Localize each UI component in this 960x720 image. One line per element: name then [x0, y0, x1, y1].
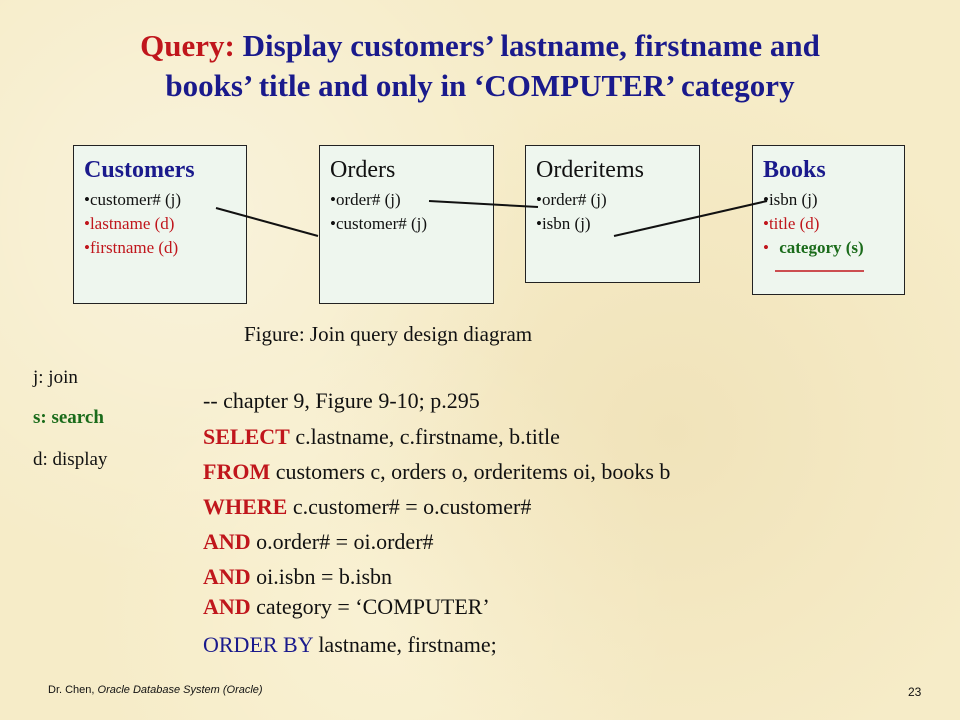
- books-title: Books: [763, 157, 826, 183]
- sql-where-line: WHERE c.customer# = o.customer#: [203, 494, 531, 520]
- sql-and1-keyword: AND: [203, 529, 251, 554]
- sql-select-columns: c.lastname, c.firstname, b.title: [289, 424, 560, 449]
- orders-table-box: Orders •order# (j) •customer# (j): [319, 145, 494, 304]
- legend-display: d: display: [33, 449, 108, 470]
- sql-and1-line: AND o.order# = oi.order#: [203, 529, 434, 555]
- customers-title: Customers: [84, 157, 195, 183]
- title-line1: Display customers’ lastname, firstname a…: [234, 28, 820, 63]
- books-table-box: Books •isbn (j) •title (d) • category (s…: [752, 145, 905, 295]
- sql-and2-line: AND oi.isbn = b.isbn: [203, 564, 392, 590]
- sql-and2-keyword: AND: [203, 564, 251, 589]
- legend-search: s: search: [33, 407, 104, 428]
- slide-title: Query: Display customers’ lastname, firs…: [40, 26, 920, 106]
- sql-select-keyword: SELECT: [203, 424, 290, 449]
- orders-item-customer-id: •customer# (j): [330, 214, 428, 233]
- footer-author: Dr. Chen,: [48, 684, 95, 696]
- sql-and1-condition: o.order# = oi.order#: [250, 529, 434, 554]
- sql-where-keyword: WHERE: [203, 494, 288, 519]
- footer-credit: Dr. Chen, Oracle Database System (Oracle…: [48, 684, 263, 696]
- books-item-title: •title (d): [763, 214, 820, 233]
- orderitems-table-box: Orderitems •order# (j) •isbn (j): [525, 145, 700, 283]
- sql-orderby-columns: lastname, firstname;: [312, 632, 497, 657]
- customers-item-customer-id: •customer# (j): [84, 190, 182, 209]
- orderitems-title: Orderitems: [536, 157, 644, 183]
- sql-and3-line: AND category = ‘COMPUTER’: [203, 594, 490, 620]
- books-category-bullet: •: [763, 238, 769, 257]
- sql-where-condition: c.customer# = o.customer#: [287, 494, 532, 519]
- link-order-orderitem: [428, 200, 539, 208]
- customers-item-lastname: •lastname (d): [84, 214, 175, 233]
- sql-from-tables: customers c, orders o, orderitems oi, bo…: [270, 459, 671, 484]
- books-item-isbn: •isbn (j): [763, 190, 818, 209]
- legend-join: j: join: [33, 367, 78, 388]
- customers-table-box: Customers •customer# (j) •lastname (d) •…: [73, 145, 247, 304]
- books-item-category: • category (s): [763, 236, 904, 260]
- sql-orderby-line: ORDER BY lastname, firstname;: [203, 632, 497, 658]
- orderitems-item-isbn: •isbn (j): [536, 214, 591, 233]
- sql-from-keyword: FROM: [203, 459, 271, 484]
- sql-and2-condition: oi.isbn = b.isbn: [250, 564, 393, 589]
- title-prefix: Query:: [140, 28, 235, 63]
- books-category-label: category (s): [779, 238, 864, 257]
- sql-comment: -- chapter 9, Figure 9-10; p.295: [203, 388, 480, 413]
- customers-item-firstname: •firstname (d): [84, 238, 179, 257]
- orders-item-order-id: •order# (j): [330, 190, 401, 209]
- sql-select-line: SELECT c.lastname, c.firstname, b.title: [203, 424, 560, 450]
- link-customer-order: [215, 207, 319, 237]
- sql-and3-keyword: AND: [203, 594, 251, 619]
- link-orderitem-book: [613, 200, 768, 237]
- orderitems-item-order-id: •order# (j): [536, 190, 607, 209]
- footer-course: Oracle Database System (Oracle): [97, 684, 263, 696]
- sql-orderby-keyword: ORDER BY: [203, 632, 313, 657]
- figure-caption: Figure: Join query design diagram: [244, 322, 533, 346]
- sql-from-line: FROM customers c, orders o, orderitems o…: [203, 459, 670, 485]
- title-line2: books’ title and only in ‘COMPUTER’ cate…: [165, 68, 795, 103]
- orders-title: Orders: [330, 157, 396, 183]
- sql-and3-condition: category = ‘COMPUTER’: [250, 594, 490, 619]
- page-number: 23: [908, 685, 922, 699]
